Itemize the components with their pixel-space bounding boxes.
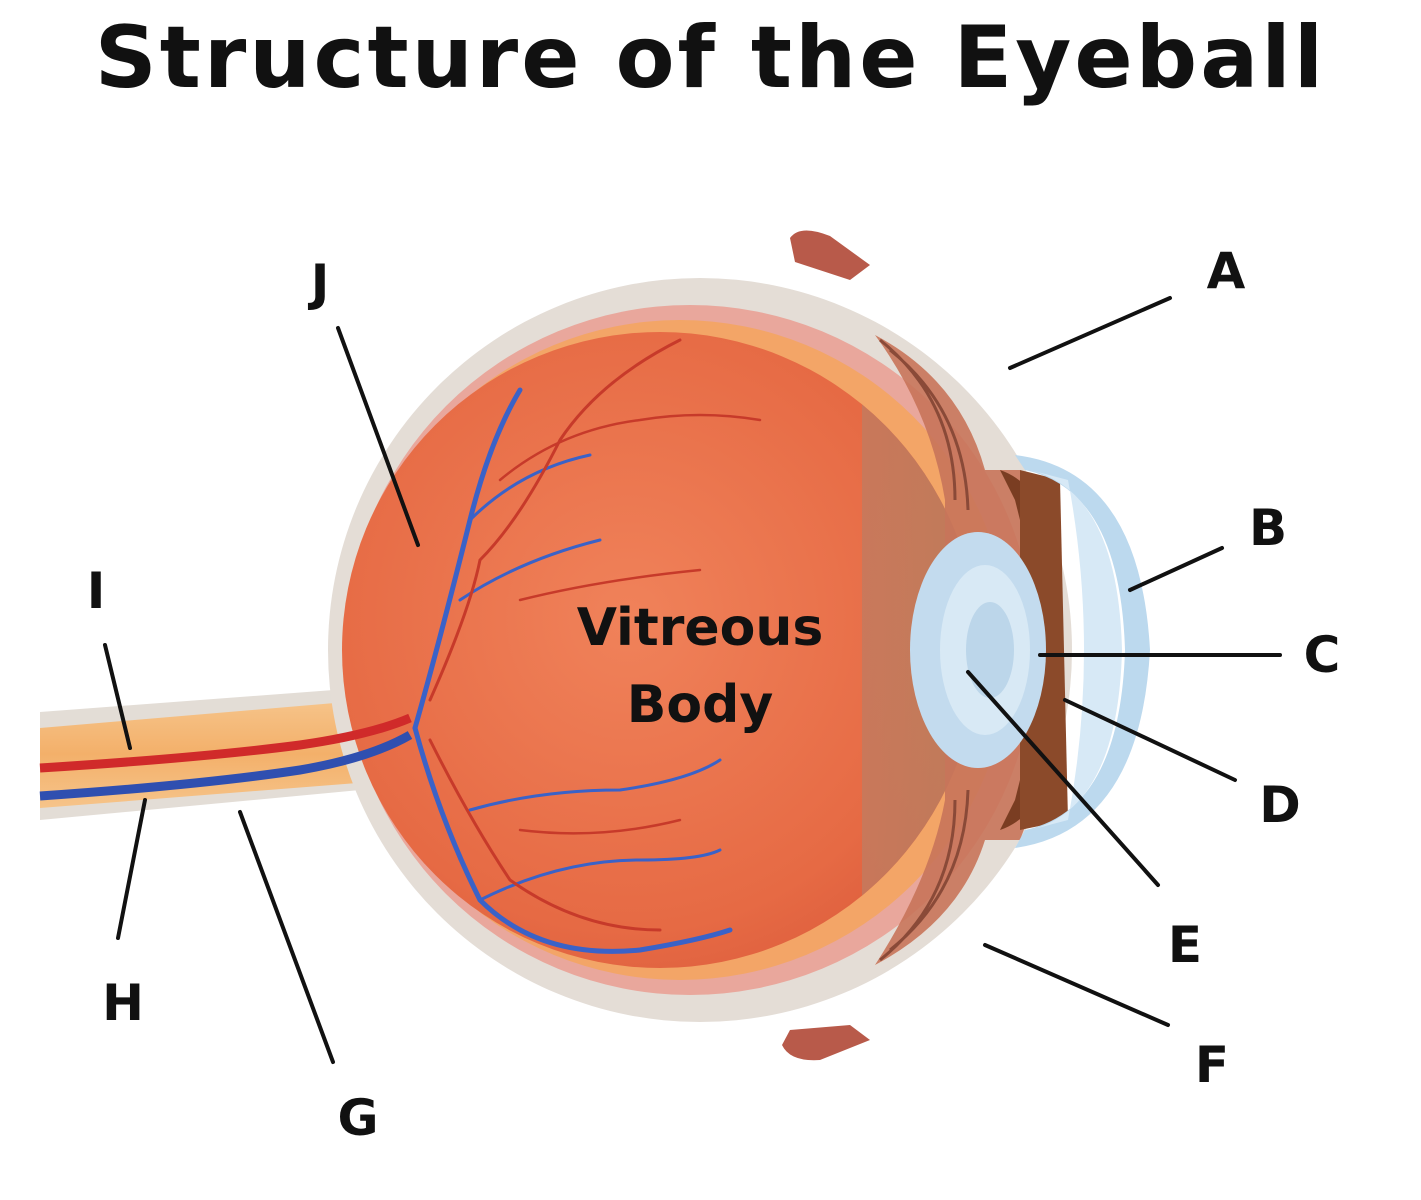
label-e: E — [1168, 916, 1202, 974]
vitreous-body-label-line2: Body — [627, 675, 773, 735]
leader-e — [966, 670, 1160, 887]
vitreous-body-label-line1: Vitreous — [577, 598, 824, 658]
label-i: I — [87, 562, 106, 620]
diagram-title: Structure of the Eyeball — [94, 8, 1327, 108]
leader-b — [1128, 546, 1224, 592]
label-h: H — [102, 974, 144, 1032]
leader-i — [103, 643, 132, 750]
leader-f — [983, 943, 1170, 1027]
leader-d — [1063, 698, 1237, 782]
label-d: D — [1259, 776, 1301, 834]
label-j: J — [308, 254, 330, 312]
label-a: A — [1207, 242, 1246, 300]
retinal-vessels — [412, 338, 762, 954]
muscle-bottom — [782, 1025, 870, 1061]
central-vein — [39, 731, 413, 801]
label-c: C — [1304, 626, 1341, 684]
leader-a — [1008, 296, 1172, 370]
cornea — [1015, 455, 1150, 848]
label-b: B — [1249, 499, 1287, 557]
leader-g — [238, 810, 335, 1064]
central-artery — [39, 713, 412, 773]
leader-j — [336, 326, 420, 547]
label-f: F — [1195, 1036, 1229, 1094]
vitreous-body — [342, 332, 978, 968]
leader-h — [116, 798, 147, 940]
muscle-top — [790, 230, 870, 280]
label-g: G — [337, 1089, 378, 1147]
